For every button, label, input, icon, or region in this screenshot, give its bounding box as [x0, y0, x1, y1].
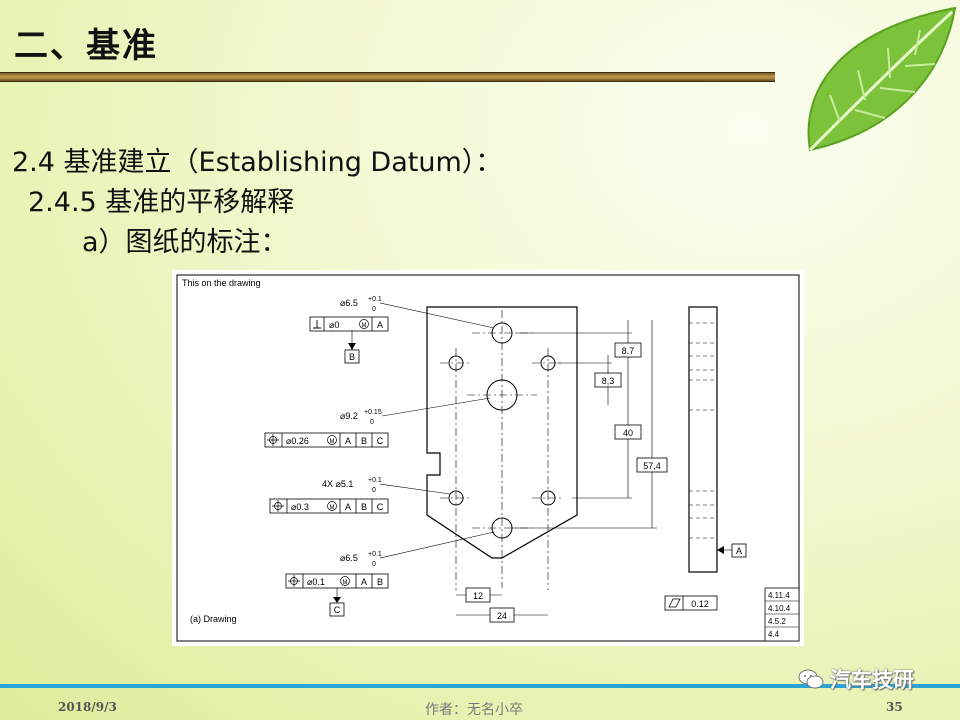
dim-8-7: 8.7 — [622, 346, 635, 356]
svg-text:C: C — [377, 502, 384, 512]
drawing-caption: (a) Drawing — [190, 614, 237, 624]
fcf-position-1: ⌀0.26 M A B C — [264, 432, 389, 448]
svg-text:M: M — [330, 439, 335, 445]
heading-line-3: a）图纸的标注： — [82, 227, 288, 258]
engineering-drawing: This on the drawing (a) Drawing — [172, 270, 804, 646]
svg-text:A: A — [361, 577, 367, 587]
dim-boxes: 8.7 8,3 40 57,4 — [594, 342, 668, 473]
datum-c: C — [334, 605, 341, 615]
svg-text:⌀0: ⌀0 — [329, 320, 339, 330]
footer-author: 作者：无名小卒 — [425, 702, 523, 718]
wechat-icon — [798, 669, 824, 689]
callout-center-hole: ⌀9.2 — [340, 411, 358, 421]
dim-12: 12 — [473, 591, 483, 601]
heading-line-2: 2.4.5 基准的平移解释 — [28, 187, 295, 218]
svg-text:4.5.2: 4.5.2 — [768, 617, 786, 626]
drawing-header: This on the drawing — [182, 278, 261, 288]
slide-title: 二、基准 — [14, 26, 158, 66]
svg-text:+0.1: +0.1 — [368, 477, 382, 484]
svg-text:M: M — [330, 505, 335, 511]
svg-text:0: 0 — [372, 306, 376, 313]
side-hidden-lines — [689, 322, 717, 539]
datum-b: B — [349, 352, 355, 362]
part-outline — [426, 306, 578, 559]
svg-text:A: A — [345, 436, 351, 446]
svg-text:4.11.4: 4.11.4 — [768, 591, 790, 600]
title-underline — [0, 72, 775, 82]
dim-57-4: 57,4 — [643, 461, 661, 471]
fcf-perpendicularity: ⌀0 M A — [309, 316, 389, 332]
svg-text:+0.1: +0.1 — [368, 296, 382, 303]
footer-date: 2018/9/3 — [58, 700, 117, 714]
svg-text:A: A — [345, 502, 351, 512]
svg-text:A: A — [377, 320, 383, 330]
svg-text:+0.15: +0.15 — [364, 409, 382, 416]
leaf-decoration-icon — [807, 6, 957, 152]
page-number: 35 — [886, 700, 903, 714]
reference-table: 4.11.4 4.10.4 4.5.2 4.4 — [764, 587, 800, 642]
svg-text:+0.1: +0.1 — [368, 551, 382, 558]
svg-text:B: B — [361, 502, 367, 512]
callout-bottom-hole: ⌀6.5 — [340, 553, 358, 563]
svg-text:C: C — [377, 436, 384, 446]
callout-four-holes: 4X ⌀5.1 — [322, 479, 353, 489]
side-view — [688, 306, 718, 573]
svg-text:M: M — [362, 323, 367, 329]
callout-top-hole: ⌀6.5 — [340, 298, 358, 308]
svg-text:B: B — [377, 577, 383, 587]
fcf-position-2: ⌀0.3 M A B C — [269, 498, 389, 514]
dim-40: 40 — [623, 428, 633, 438]
dim-24: 24 — [497, 611, 507, 621]
dim-8-3: 8,3 — [602, 376, 615, 386]
svg-text:0: 0 — [372, 487, 376, 494]
svg-text:0: 0 — [370, 419, 374, 426]
svg-text:0: 0 — [372, 561, 376, 568]
fcf-flatness: 0.12 — [664, 595, 718, 611]
center-lines — [440, 310, 564, 590]
svg-text:⌀0.26: ⌀0.26 — [286, 436, 309, 446]
svg-text:0.12: 0.12 — [691, 599, 709, 609]
watermark-text: 汽车技研 — [830, 668, 914, 692]
svg-text:B: B — [361, 436, 367, 446]
svg-text:4.10.4: 4.10.4 — [768, 604, 791, 613]
watermark: 汽车技研 — [798, 664, 914, 694]
footer-divider — [0, 684, 960, 688]
datum-a: A — [736, 546, 742, 556]
heading-line-1: 2.4 基准建立（Establishing Datum）： — [12, 147, 503, 178]
svg-text:⌀0.1: ⌀0.1 — [307, 577, 325, 587]
fcf-position-3: ⌀0.1 M A B — [285, 573, 389, 589]
svg-text:⌀0.3: ⌀0.3 — [291, 502, 309, 512]
svg-text:4.4: 4.4 — [768, 630, 780, 639]
svg-text:M: M — [343, 580, 348, 586]
